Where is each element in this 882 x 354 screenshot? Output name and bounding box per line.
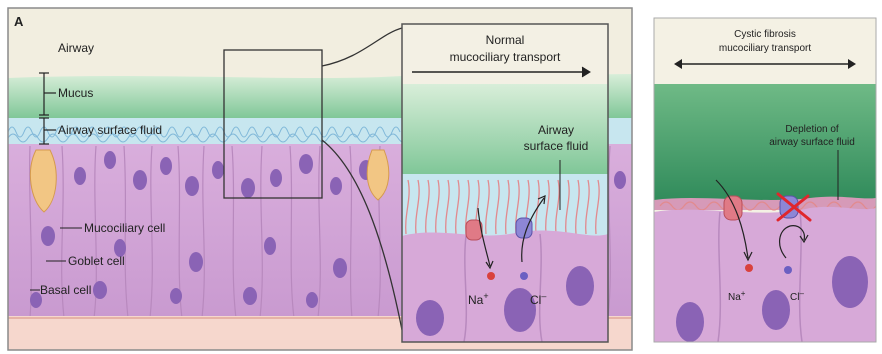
inset-asf-label-line2: surface fluid bbox=[524, 139, 589, 153]
cf-cl-ion bbox=[784, 266, 792, 274]
panel-b: Cystic fibrosis mucociliary transport De… bbox=[654, 18, 876, 342]
airway-label: Airway bbox=[58, 41, 94, 55]
cf-nucleus bbox=[832, 256, 868, 308]
cf-nucleus bbox=[676, 302, 704, 342]
panel-letter: A bbox=[14, 14, 24, 29]
cf-depletion-line2: airway surface fluid bbox=[769, 137, 855, 148]
asf-label: Airway surface fluid bbox=[58, 123, 162, 137]
inset-title-line1: Normal bbox=[486, 33, 525, 47]
cf-na-channel bbox=[724, 196, 742, 220]
inset-mucus bbox=[402, 84, 608, 178]
na-ion bbox=[487, 272, 495, 280]
cf-na-ion bbox=[745, 264, 753, 272]
basal-label: Basal cell bbox=[40, 283, 91, 297]
inset-nucleus bbox=[416, 300, 444, 336]
cf-nucleus bbox=[762, 290, 790, 330]
goblet-label: Goblet cell bbox=[68, 254, 125, 268]
cf-title-line1: Cystic fibrosis bbox=[734, 29, 796, 40]
inset-asf bbox=[402, 174, 608, 238]
inset-nucleus bbox=[566, 266, 594, 306]
panel-a: A Airway Mucus Airway surface fluid Muco… bbox=[8, 8, 632, 350]
inset-asf-label-line1: Airway bbox=[538, 123, 574, 137]
inset-title-line2: mucociliary transport bbox=[450, 50, 561, 64]
mucociliary-label: Mucociliary cell bbox=[84, 221, 165, 235]
cf-depletion-line1: Depletion of bbox=[785, 124, 839, 135]
cl-ion bbox=[520, 272, 528, 280]
mucus-label: Mucus bbox=[58, 86, 93, 100]
normal-transport-inset: Normal mucociliary transport Airway surf… bbox=[402, 24, 608, 342]
cf-title-line2: mucociliary transport bbox=[719, 43, 811, 54]
